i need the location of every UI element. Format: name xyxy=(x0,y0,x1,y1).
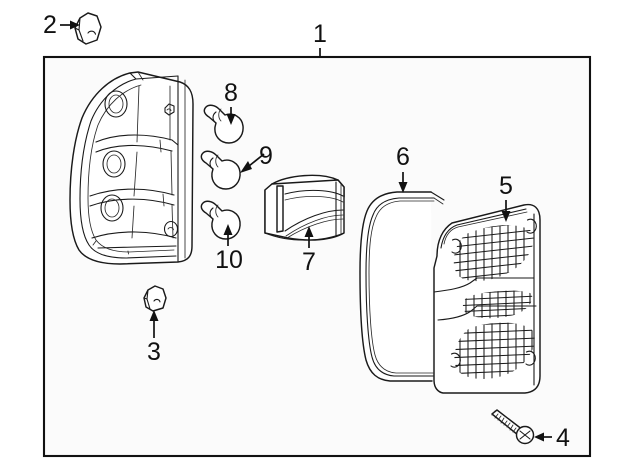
callout-label-10: 10 xyxy=(215,246,243,274)
callout-label-6: 6 xyxy=(396,143,410,171)
part-bulb-middle xyxy=(200,150,241,190)
callout-label-2: 2 xyxy=(43,11,57,39)
part-bulb-lower xyxy=(200,200,241,240)
callout-label-8: 8 xyxy=(224,79,238,107)
part-bulb-socket-retainer xyxy=(264,174,345,241)
part-tail-lamp-lens xyxy=(433,203,541,394)
callout-label-1: 1 xyxy=(313,20,327,48)
part-retainer-grommet-upper xyxy=(74,12,102,45)
leader-2 xyxy=(60,20,80,30)
leader-9 xyxy=(240,153,265,173)
part-lamp-housing-body xyxy=(69,71,194,265)
leader-10 xyxy=(223,224,233,246)
leader-7 xyxy=(304,226,314,248)
leader-8 xyxy=(226,107,236,125)
leader-3 xyxy=(149,310,159,338)
callout-label-3: 3 xyxy=(147,338,161,366)
part-retainer-grommet-lower xyxy=(143,285,167,312)
callout-label-9: 9 xyxy=(259,142,273,170)
callout-label-4: 4 xyxy=(556,424,570,452)
part-lamp-body-gasket xyxy=(359,191,445,382)
callout-label-7: 7 xyxy=(302,248,316,276)
leader-4 xyxy=(534,432,552,442)
part-mounting-screw xyxy=(491,409,535,445)
callout-label-5: 5 xyxy=(499,172,513,200)
leader-6 xyxy=(398,172,408,193)
leader-5 xyxy=(501,200,511,222)
